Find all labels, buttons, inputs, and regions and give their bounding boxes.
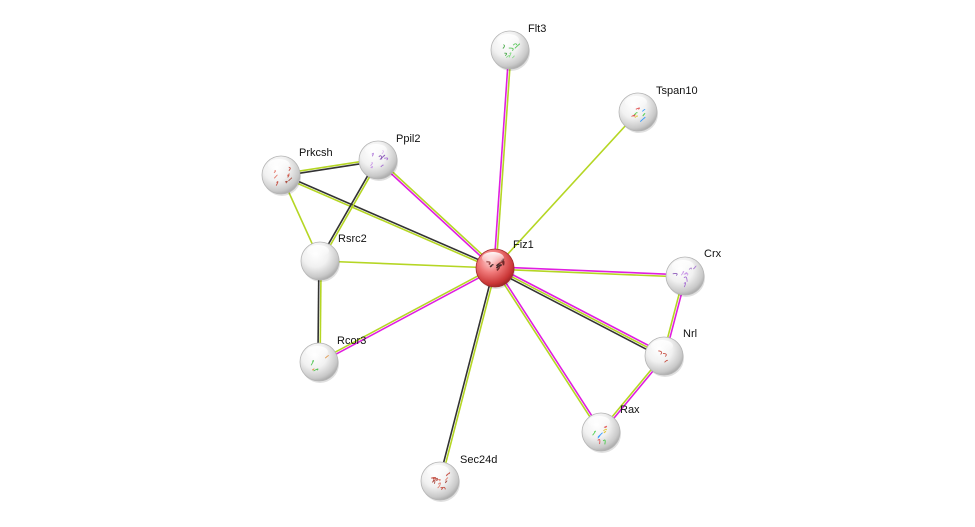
node-label-fiz1: Fiz1 [513, 239, 534, 251]
node-highlight [365, 144, 387, 156]
edge-line-yellow [378, 158, 497, 268]
node-label-nrl: Nrl [683, 328, 697, 340]
edge-line-yellow [319, 260, 496, 269]
edge-fiz1-crx[interactable] [494, 266, 686, 278]
protein-structure-icon [592, 425, 608, 445]
node-crx[interactable]: Crx [665, 248, 722, 297]
node-label-prkcsh: Prkcsh [299, 147, 333, 159]
node-label-rax: Rax [620, 404, 640, 416]
edge-line-dark [318, 159, 378, 261]
node-highlight [306, 346, 328, 358]
edge-fiz1-rcor3[interactable] [318, 266, 496, 364]
node-sec24d[interactable]: Sec24d [420, 454, 497, 502]
edge-fiz1-rsrc2[interactable] [319, 260, 496, 269]
protein-structure-icon [310, 355, 330, 372]
edge-fiz1-flt3[interactable] [493, 49, 512, 269]
edge-line-magenta [376, 160, 495, 270]
edge-fiz1-prkcsh[interactable] [280, 173, 496, 270]
node-label-flt3: Flt3 [528, 23, 546, 35]
node-highlight [482, 252, 504, 264]
edge-fiz1-rax[interactable] [493, 266, 603, 434]
edge-fiz1-nrl[interactable] [493, 265, 666, 359]
edge-line-dark [438, 267, 495, 481]
node-highlight [427, 465, 449, 477]
edge-line-yellow [320, 160, 380, 262]
node-rax[interactable]: Rax [581, 404, 640, 453]
edge-line-dark [493, 269, 664, 359]
node-prkcsh[interactable]: Prkcsh [261, 147, 333, 196]
edge-line-yellow [494, 111, 639, 269]
edge-ppil2-rsrc2[interactable] [318, 159, 380, 262]
node-ppil2[interactable]: Ppil2 [358, 133, 420, 181]
node-label-rcor3: Rcor3 [337, 335, 366, 347]
edge-line-yellow [494, 268, 685, 278]
edge-line-dark [281, 173, 496, 268]
edge-fiz1-tspan10[interactable] [494, 111, 639, 269]
protein-structure-icon [430, 472, 451, 490]
edges-layer [280, 49, 687, 482]
node-label-rsrc2: Rsrc2 [338, 233, 367, 245]
node-highlight [672, 260, 694, 272]
edge-line-magenta [495, 265, 666, 355]
node-label-sec24d: Sec24d [460, 454, 497, 466]
node-label-ppil2: Ppil2 [396, 133, 420, 145]
edge-line-yellow [440, 268, 497, 482]
node-rcor3[interactable]: Rcor3 [299, 335, 366, 383]
edge-line-yellow [494, 267, 665, 357]
node-label-tspan10: Tspan10 [656, 85, 698, 97]
edge-line-yellow [495, 50, 512, 269]
edge-line-yellow [280, 175, 495, 270]
node-highlight [307, 245, 329, 257]
node-flt3[interactable]: Flt3 [490, 23, 546, 71]
node-highlight [651, 340, 673, 352]
edge-fiz1-sec24d[interactable] [438, 267, 497, 482]
edge-fiz1-ppil2[interactable] [376, 158, 497, 270]
edge-line-yellow [318, 266, 495, 362]
node-rsrc2[interactable]: Rsrc2 [300, 233, 367, 282]
edge-line-magenta [495, 266, 603, 432]
node-highlight [588, 416, 610, 428]
edge-line-magenta [319, 268, 496, 364]
node-tspan10[interactable]: Tspan10 [618, 85, 698, 133]
edge-line-magenta [495, 266, 686, 276]
node-fiz1[interactable]: Fiz1 [475, 239, 534, 289]
node-highlight [268, 159, 290, 171]
edge-line-magenta [493, 49, 510, 268]
edge-line-yellow [493, 268, 601, 434]
protein-structure-icon [631, 107, 646, 122]
node-label-crx: Crx [704, 248, 722, 260]
node-highlight [497, 34, 519, 46]
node-nrl[interactable]: Nrl [644, 328, 697, 377]
node-highlight [625, 96, 647, 108]
